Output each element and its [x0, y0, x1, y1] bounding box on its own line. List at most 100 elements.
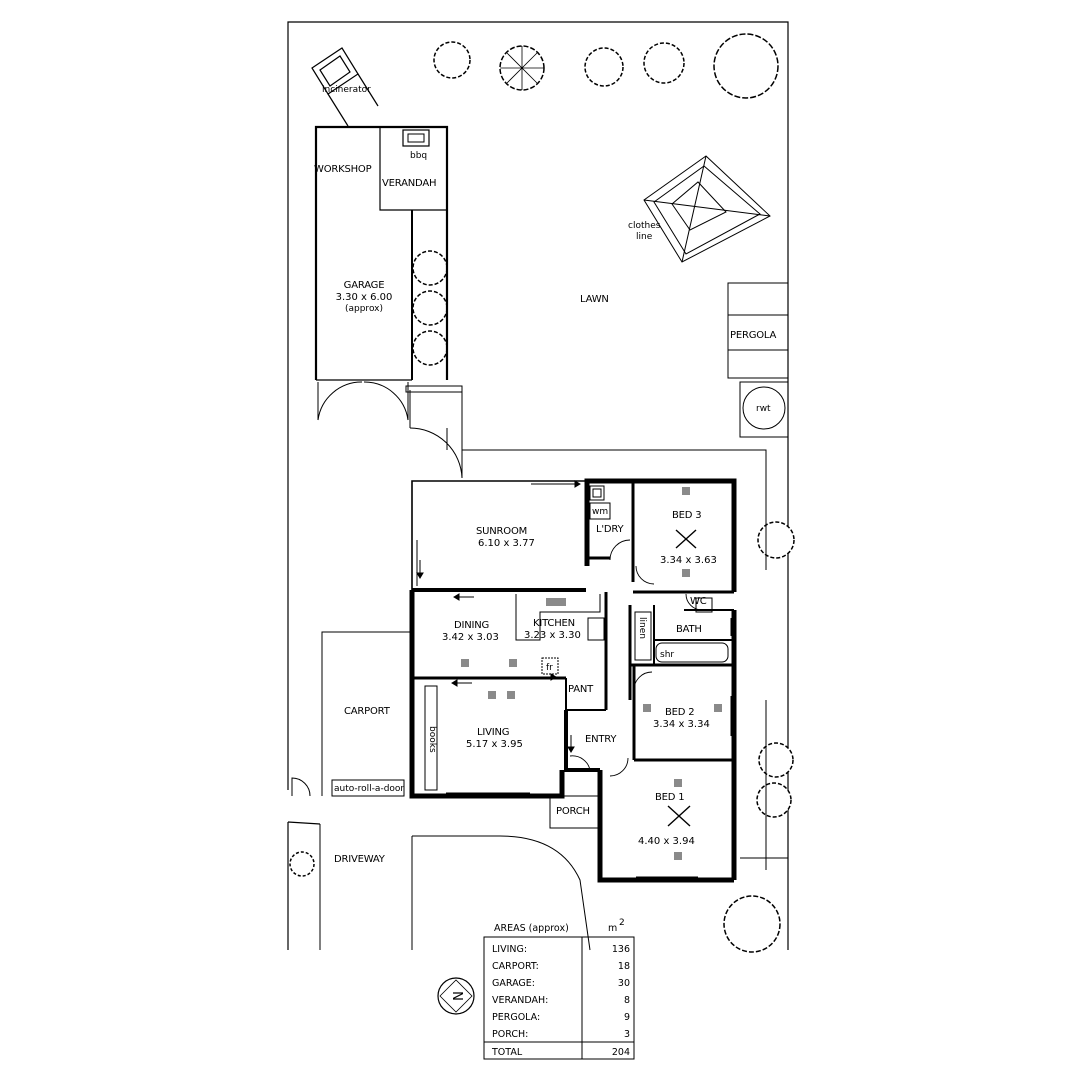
kitchen-label: KITCHEN [533, 618, 575, 629]
bath-icon [655, 642, 729, 663]
fences [462, 449, 788, 870]
tree-icon [713, 33, 779, 99]
living-label: LIVING [477, 727, 509, 738]
areas-table [483, 936, 635, 1060]
areas-row-value: 18 [618, 961, 630, 972]
house-walls [409, 478, 737, 883]
areas-row-value: 9 [624, 1012, 630, 1023]
bed3-label: BED 3 [672, 510, 701, 521]
incinerator-label: incinerator [322, 85, 371, 95]
toilet-icon [695, 597, 713, 613]
washing-machine-icon [589, 485, 605, 501]
incinerator-icon [311, 47, 379, 127]
linen-cupboard [634, 611, 652, 661]
rwt-label: rwt [756, 404, 771, 414]
areas-row-label: PORCH: [492, 1029, 528, 1040]
dining-dimension: 3.42 x 3.03 [442, 632, 499, 643]
tree-icon [499, 45, 545, 91]
rainwater-tank [739, 381, 789, 438]
tree-icon [433, 41, 471, 79]
garage-dimension: 3.30 x 6.00 [336, 292, 393, 303]
entry-label: ENTRY [585, 734, 617, 745]
areas-row-label: GARAGE: [492, 978, 535, 989]
compass-north-label: N [452, 991, 467, 1001]
tree-icon [723, 895, 781, 953]
bed2-label: BED 2 [665, 707, 694, 718]
areas-title: AREAS (approx) [494, 923, 569, 934]
carport [291, 631, 591, 951]
door-swings [569, 539, 703, 777]
sunroom-label: SUNROOM [476, 526, 527, 537]
light-fittings [461, 487, 722, 860]
porch-label: PORCH [556, 806, 590, 817]
areas-unit-sup: 2 [619, 918, 625, 928]
bbq-label: bbq [410, 151, 427, 161]
sunroom-dimension: 6.10 x 3.77 [478, 538, 535, 549]
slide-arrows [416, 480, 581, 753]
areas-row-label: LIVING: [492, 944, 527, 955]
bath-label: BATH [676, 624, 702, 635]
areas-row-label: VERANDAH: [492, 995, 548, 1006]
bed1-dimension: 4.40 x 3.94 [638, 836, 695, 847]
living-dimension: 5.17 x 3.95 [466, 739, 523, 750]
compass-icon [437, 977, 475, 1015]
wm-label: wm [592, 507, 608, 517]
linen-label: linen [637, 617, 647, 639]
tree-icon [756, 782, 792, 818]
outbuildings [314, 125, 463, 479]
pergola-label: PERGOLA [730, 330, 777, 341]
kitchen-dimension: 3.23 x 3.30 [524, 630, 581, 641]
fan-icon [667, 529, 697, 827]
clothes-line-icon [643, 155, 771, 263]
shr-label: shr [660, 650, 674, 660]
tree-icon [289, 851, 315, 877]
clothes-line-label-1: clothes [628, 221, 661, 231]
tree-icon [412, 250, 448, 286]
bed3-dimension: 3.34 x 3.63 [660, 555, 717, 566]
areas-row-value: 136 [612, 944, 630, 955]
auto-roll-a-door-label: auto-roll-a-door [334, 784, 404, 794]
wc-label: WC [690, 596, 707, 607]
areas-row-value: 8 [624, 995, 630, 1006]
house-fixtures [424, 485, 729, 791]
areas-row-label: PERGOLA: [492, 1012, 540, 1023]
workshop-label: WORKSHOP [314, 164, 372, 175]
tree-icon [584, 47, 624, 87]
lawn-label: LAWN [580, 294, 609, 305]
pergola [727, 282, 789, 379]
fridge-icon [541, 657, 559, 675]
porch [549, 795, 601, 829]
clothes-line-label-2: line [636, 232, 653, 242]
bed1-label: BED 1 [655, 792, 684, 803]
tree-icon [412, 330, 448, 366]
fr-label: fr [546, 663, 553, 673]
tree-icon [412, 290, 448, 326]
areas-total-label: TOTAL [491, 1047, 523, 1058]
pantry-label: PANT [568, 684, 594, 695]
driveway-label: DRIVEWAY [334, 854, 386, 865]
tree-icon [643, 42, 685, 84]
verandah-label: VERANDAH [382, 178, 436, 189]
bbq-icon [402, 129, 430, 147]
window-marks [446, 618, 732, 878]
garage-label: GARAGE [344, 280, 385, 291]
books-label: books [427, 726, 437, 753]
areas-total-value: 204 [612, 1047, 630, 1058]
bookshelf [424, 685, 438, 791]
areas-row-value: 3 [624, 1029, 630, 1040]
areas-unit: m [608, 923, 617, 934]
tree-icon [758, 742, 794, 778]
areas-row-label: CARPORT: [492, 961, 539, 972]
carport-label: CARPORT [344, 706, 391, 717]
gate-icon [405, 385, 463, 479]
dining-label: DINING [454, 620, 489, 631]
property-boundary [287, 21, 789, 950]
garage-door-swing [317, 381, 409, 421]
laundry-label: L'DRY [596, 524, 625, 535]
tree-icon [757, 521, 795, 559]
garage-note: (approx) [345, 304, 383, 314]
bed2-dimension: 3.34 x 3.34 [653, 719, 710, 730]
areas-row-value: 30 [618, 978, 630, 989]
